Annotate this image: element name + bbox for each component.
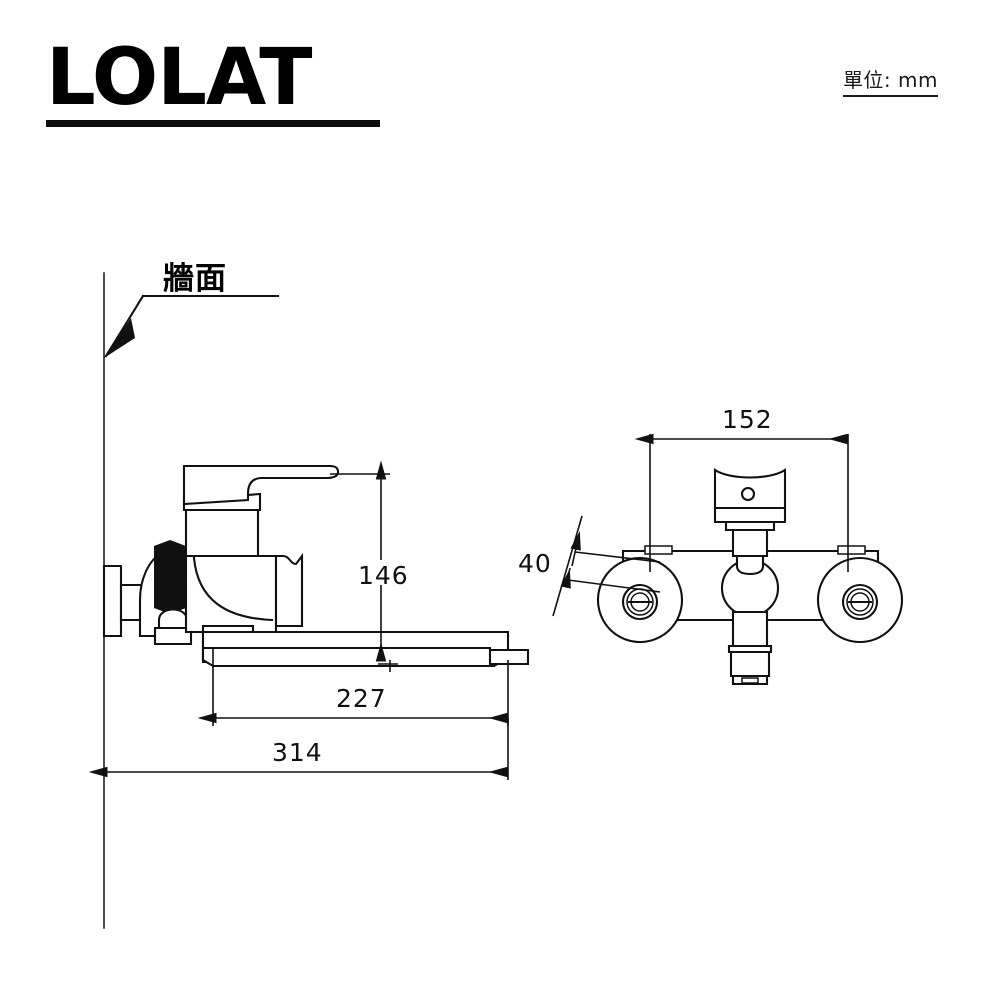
dim-40-arrow-upper [570,530,581,567]
side-inlet-cap-base [153,626,193,646]
front-escutcheon-left [596,556,684,644]
dim-40-group: 40 [518,515,661,617]
dim-40-arrow-lower [560,567,571,589]
wall-surface-label: 牆面 [163,261,227,297]
wall-callout-leader [104,294,280,358]
dim-40-ext-angled [552,515,583,617]
side-hex-nut-upper [154,540,186,584]
side-inlet-cap [157,608,189,630]
dim-227-group: 227 [197,648,509,726]
front-escutcheon-right [816,556,904,644]
dim-227-label: 227 [336,684,387,713]
side-lever-handle [182,464,340,506]
front-mount-tab-right [837,545,866,555]
front-mount-tab-left [644,545,673,555]
unit-underline [842,95,938,97]
front-outlet-ring [727,644,773,654]
side-diverter-nub [274,552,304,628]
dim-40-label: 40 [518,549,552,578]
front-handle-pin-hole [740,486,756,502]
dim-40-ref-upper [574,551,661,563]
logo-underline [46,120,380,127]
dim-152-group: 152 [634,405,849,572]
unit-label: 單位: mm [842,68,938,92]
front-outlet-upper [731,610,769,648]
side-wall-escutcheon [102,564,123,638]
front-collar-base [713,506,787,524]
side-elevation-view [102,464,530,668]
lolat-wordmark: LOLAT [46,33,312,123]
side-spout-aerator [488,648,530,666]
dim-314-group: 314 [88,718,509,780]
dim-314-label: 314 [272,738,323,767]
front-elevation-view [596,468,904,686]
unit-note: 單位: mm [842,64,938,97]
side-hex-nut-lower [154,572,186,614]
brand-logo: LOLAT [46,38,386,127]
side-body-inner-curve [192,556,274,622]
wall-leader-arrowhead [104,318,135,358]
dim-146-group: 146 [330,460,409,672]
side-mixer-body [184,554,278,634]
front-outlet-aerator [741,677,759,684]
dim-152-label: 152 [722,405,773,434]
side-cartridge-collar [184,506,260,558]
dim-40-ref-lower [567,579,661,593]
front-outlet-lower [729,650,771,678]
dim-146-label: 146 [358,561,409,590]
front-ball-neck [735,550,765,576]
